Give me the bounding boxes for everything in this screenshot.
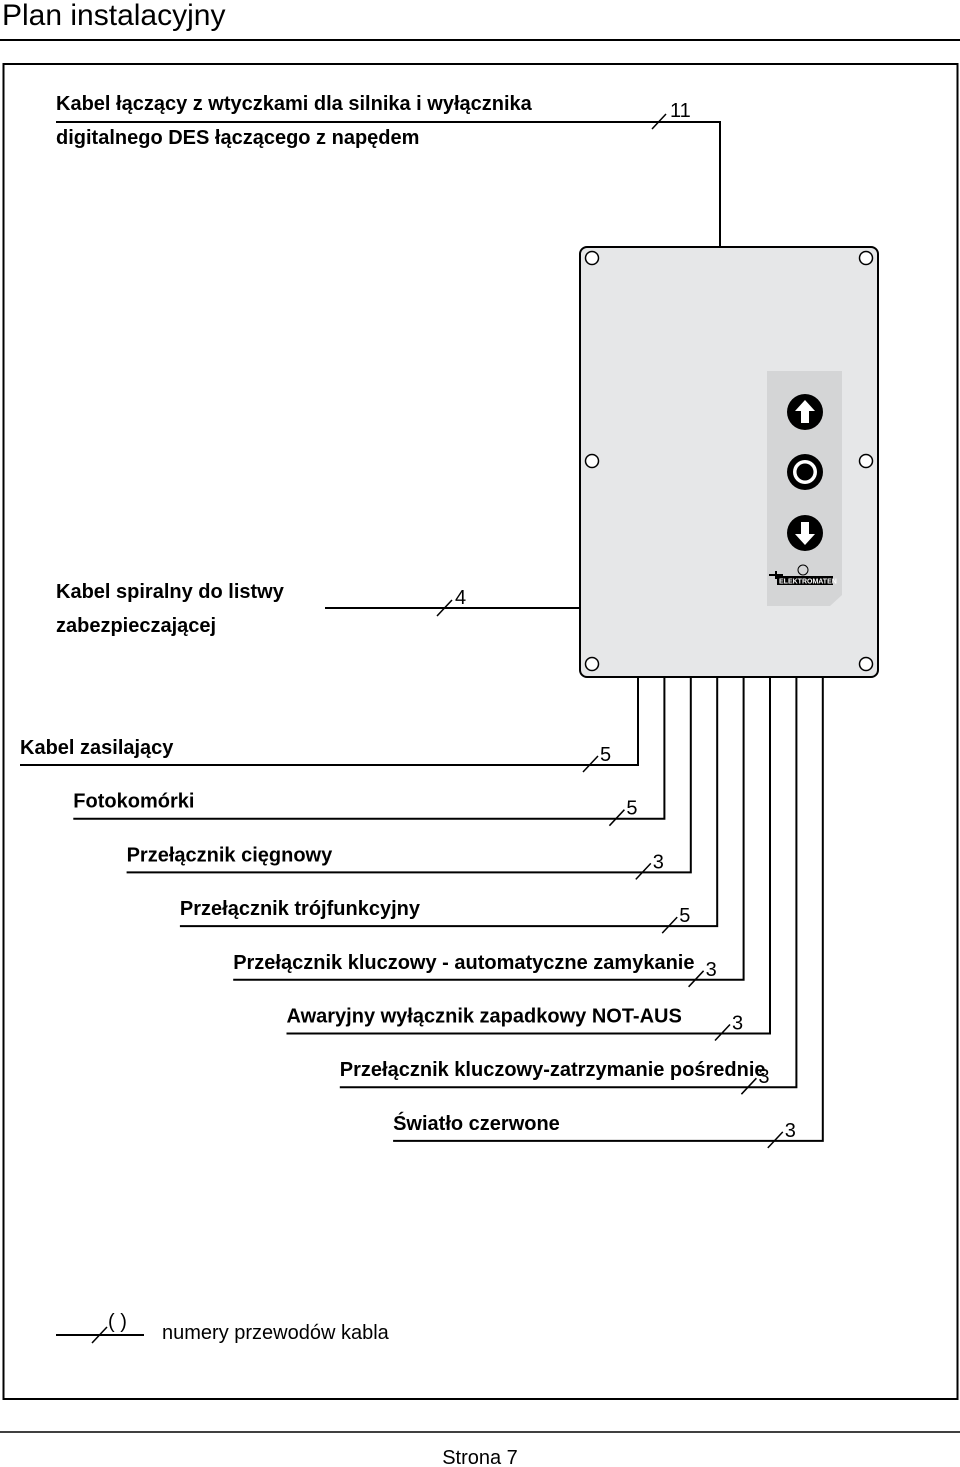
cable-wires: 5 (626, 798, 637, 820)
cable-wires: 3 (653, 851, 664, 873)
cable-7: Przełącznik kluczowy-zatrzymanie pośredn… (339, 677, 798, 1095)
cable-wires: 3 (706, 959, 717, 981)
close-button[interactable] (787, 515, 823, 551)
cable-wires: 3 (758, 1066, 769, 1088)
cable-spiral-wires: 4 (455, 587, 466, 609)
cable-label: Przełącznik kluczowy - automatyczne zamy… (233, 952, 694, 974)
cable-3: Przełącznik cięgnowy 3 (126, 677, 692, 880)
cable-line (233, 677, 745, 981)
stop-button[interactable] (787, 454, 823, 490)
screw-hole (584, 250, 600, 266)
wire-count-tick (436, 599, 453, 617)
wire-count-tick (608, 809, 625, 827)
cable-wires: 5 (600, 744, 611, 766)
cable-label: Fotokomórki (73, 791, 194, 813)
cable-top-wires: 11 (670, 100, 691, 122)
cable-label: Przełącznik trójfunkcyjny (180, 898, 421, 920)
cable-line (286, 677, 771, 1035)
cable-wires: 3 (732, 1013, 743, 1035)
cable-1: Kabel zasilający 5 (20, 677, 639, 773)
cable-4: Przełącznik trójfunkcyjny 5 (179, 677, 719, 934)
open-button[interactable] (787, 394, 823, 430)
diagram-frame (2, 63, 959, 1400)
cable-spiral-label-line2: zabezpieczającej (56, 615, 216, 637)
screw-hole (584, 656, 600, 672)
screw-hole (584, 453, 600, 469)
screw-hole (858, 453, 874, 469)
cable-line (73, 677, 666, 820)
cable-top-label-line2: digitalnego DES łączącego z napędem (56, 127, 419, 149)
cable-top-line (56, 121, 721, 247)
cable-spiral-label-line1: Kabel spiralny do listwy (56, 581, 285, 603)
cable-label: Światło czerwone (393, 1111, 560, 1135)
cable-line (126, 677, 692, 874)
cable-line (20, 677, 639, 766)
screw-hole (858, 656, 874, 672)
cable-label: Przełącznik cięgnowy (127, 844, 334, 866)
cable-line (393, 677, 824, 1142)
legend-symbol: ( ) (108, 1311, 127, 1333)
brand-text: ELEKTROMATEN (779, 579, 837, 586)
cable-6: Awaryjny wyłącznik zapadkowy NOT-AUS 3 (286, 677, 771, 1042)
screw-hole (858, 250, 874, 266)
wire-count-tick (714, 1023, 731, 1042)
cable-label: Przełącznik kluczowy-zatrzymanie pośredn… (340, 1059, 766, 1081)
cable-label: Kabel zasilający (20, 737, 174, 759)
wire-count-tick (740, 1077, 757, 1095)
cable-spiral: Kabel spiralny do listwy zabezpieczające… (56, 581, 580, 637)
cable-top-label-line1: Kabel łączący z wtyczkami dla silnika i … (56, 93, 533, 115)
cable-8: Światło czerwone 3 (393, 677, 824, 1149)
legend: ( ) numery przewodów kabla (56, 1311, 390, 1344)
cable-2: Fotokomórki 5 (73, 677, 666, 827)
cable-label: Awaryjny wyłącznik zapadkowy NOT-AUS (287, 1006, 682, 1028)
wire-count-tick (635, 862, 652, 880)
page-title: Plan instalacyjny (2, 0, 226, 32)
wire-count-tick (91, 1326, 108, 1344)
cable-line (339, 677, 798, 1089)
wire-count-tick (661, 916, 678, 934)
cable-wires: 3 (785, 1120, 796, 1142)
cable-top-connector: Kabel łączący z wtyczkami dla silnika i … (56, 93, 721, 247)
cable-line (179, 677, 719, 928)
wire-count-tick (582, 755, 599, 773)
wire-count-tick (767, 1131, 784, 1149)
cable-5: Przełącznik kluczowy - automatyczne zamy… (233, 677, 745, 988)
legend-text: numery przewodów kabla (162, 1322, 390, 1344)
elektromaten-logo: ELEKTROMATEN (769, 564, 837, 586)
wire-count-tick (651, 113, 667, 130)
wire-count-tick (688, 970, 705, 988)
control-box: ELEKTROMATEN (579, 246, 879, 678)
cable-wires: 5 (679, 905, 690, 927)
page-number: Strona 7 (442, 1447, 518, 1467)
